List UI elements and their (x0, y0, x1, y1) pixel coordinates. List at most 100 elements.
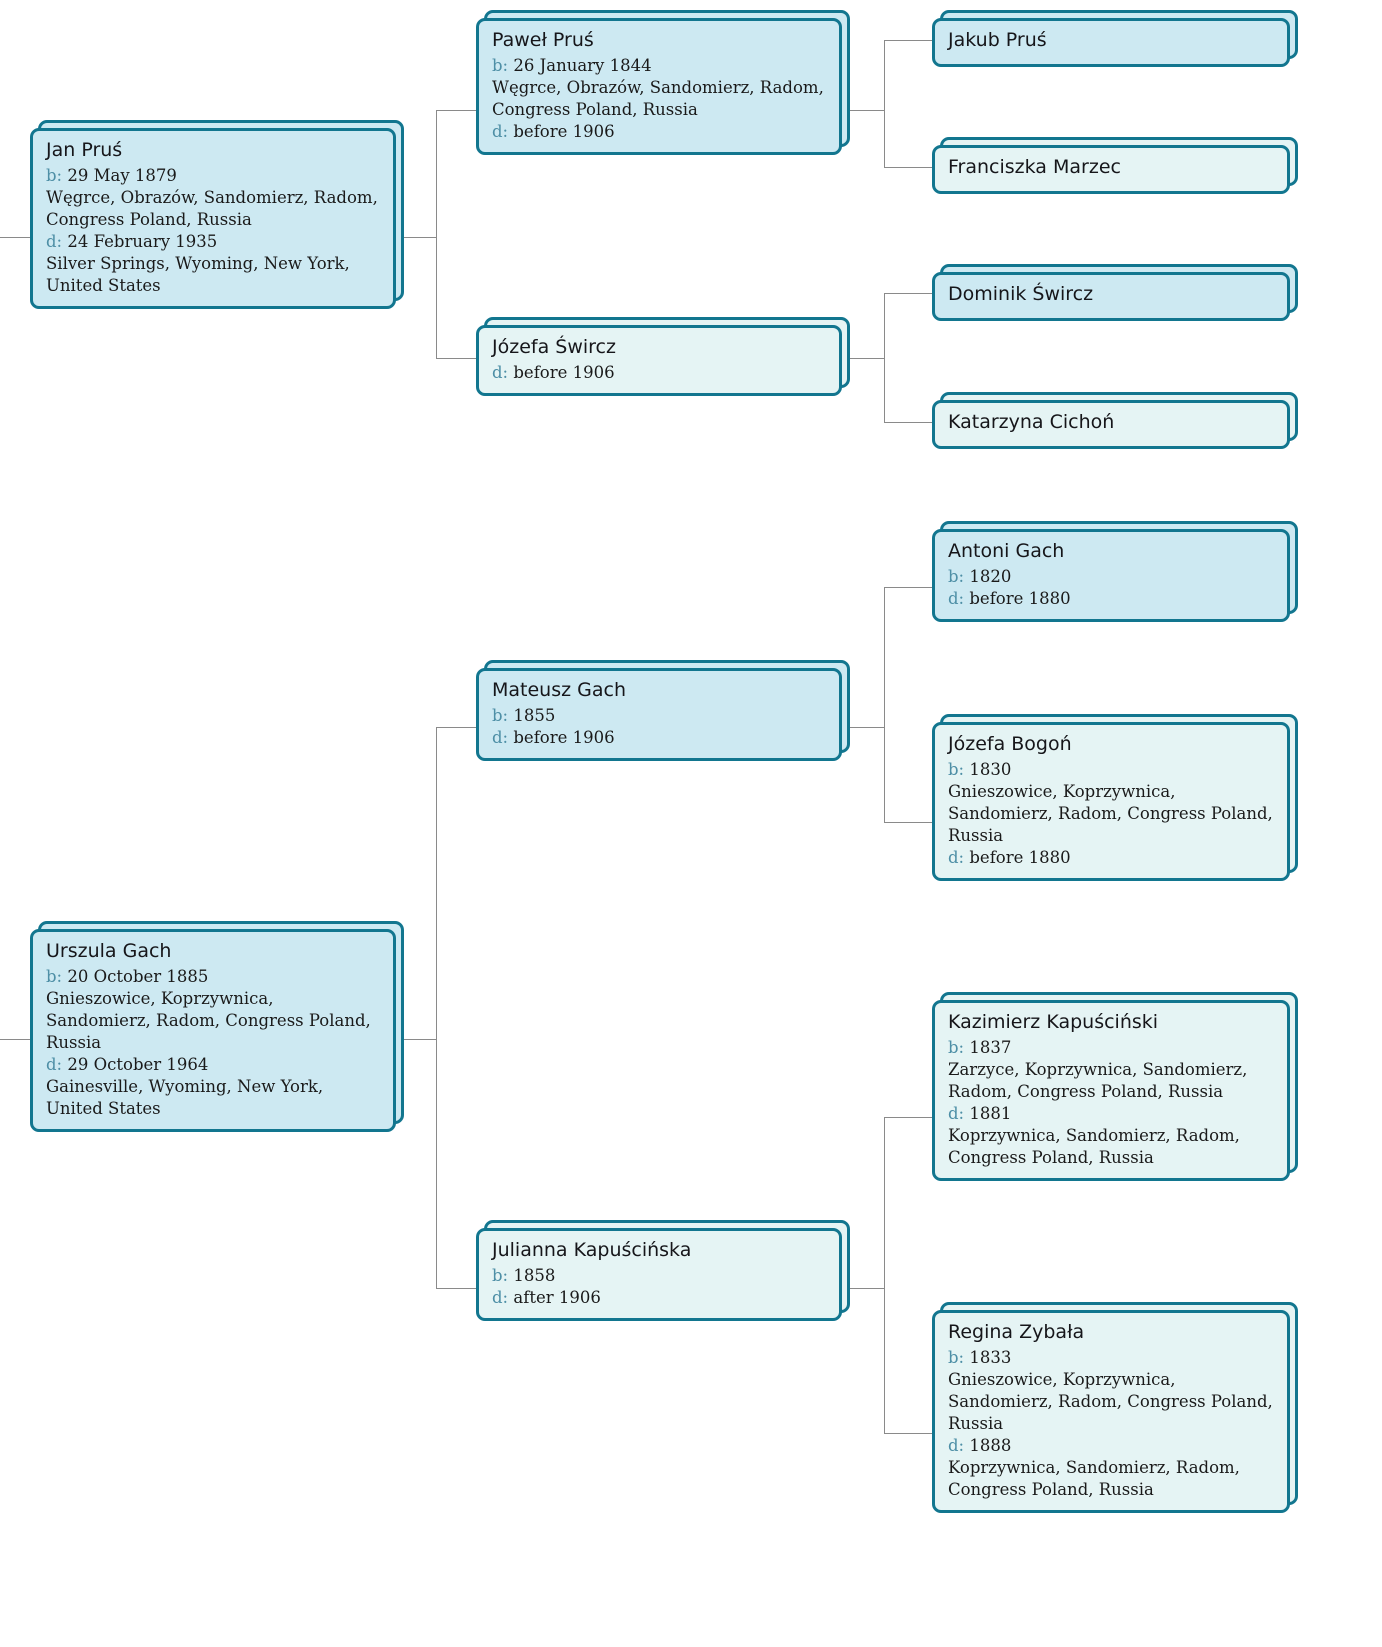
person-name: Franciszka Marzec (948, 156, 1121, 178)
birth-label: b: (46, 166, 63, 186)
person-name: Jan Pruś (46, 139, 123, 161)
connector-jan-parents-vertical (436, 110, 437, 358)
person-card-dominik-swircz[interactable]: Dominik Śwircz (932, 264, 1298, 322)
person-card-julianna-kapuscinska[interactable]: Julianna Kapuścińska b: 1858 d: after 19… (476, 1220, 850, 1322)
person-death: d: 1881 (948, 1103, 1276, 1125)
person-birth-place: Węgrce, Obrazów, Sandomierz, Radom, Cong… (46, 188, 378, 230)
death-date: 29 October 1964 (67, 1055, 209, 1075)
person-name: Dominik Śwircz (948, 283, 1094, 305)
connector-jan-to-parents-stub (404, 237, 436, 238)
death-label: d: (46, 232, 63, 252)
death-date: 1881 (969, 1104, 1012, 1124)
birth-label: b: (948, 1038, 965, 1058)
person-card-pawel-prus[interactable]: Paweł Pruś b: 26 January 1844 Węgrce, Ob… (476, 10, 850, 156)
connector-to-kazimierz-kapuscinski (884, 1117, 932, 1118)
person-birth: b: 1858 (492, 1265, 828, 1287)
death-label: d: (46, 1055, 63, 1075)
connector-to-dominik-swircz (884, 293, 932, 294)
card-fill (932, 1310, 1290, 1513)
person-death: d: before 1880 (948, 847, 1276, 869)
person-death-place: Koprzywnica, Sandomierz, Radom, Congress… (948, 1458, 1240, 1499)
person-name: Józefa Śwircz (492, 336, 616, 358)
person-death-place: Koprzywnica, Sandomierz, Radom, Congress… (948, 1126, 1240, 1167)
card-fill (932, 1000, 1290, 1181)
card-body: Regina Zybała b: 1833 Gnieszowice, Koprz… (932, 1310, 1290, 1513)
person-card-franciszka-marzec[interactable]: Franciszka Marzec (932, 137, 1298, 195)
birth-label: b: (492, 56, 509, 76)
birth-label: b: (492, 1266, 509, 1286)
connector-to-katarzyna-cichon (884, 422, 932, 423)
person-birth-place: Zarzyce, Koprzywnica, Sandomierz, Radom,… (948, 1060, 1248, 1102)
connector-julianna-parents-vertical (884, 1117, 885, 1434)
birth-label: b: (948, 760, 965, 780)
person-death: d: 29 October 1964 (46, 1054, 382, 1076)
person-name: Paweł Pruś (492, 29, 594, 51)
person-card-urszula-gach[interactable]: Urszula Gach b: 20 October 1885 Gnieszow… (30, 921, 404, 1132)
person-card-jozefa-bogon[interactable]: Józefa Bogoń b: 1830 Gnieszowice, Koprzy… (932, 714, 1298, 881)
person-birth-place: Węgrce, Obrazów, Sandomierz, Radom, Cong… (492, 78, 824, 120)
person-name: Katarzyna Cichoń (948, 411, 1115, 433)
connector-to-regina-zybala (884, 1433, 932, 1434)
card-fill (932, 529, 1290, 623)
person-birth-place: Gnieszowice, Koprzywnica, Sandomierz, Ra… (948, 1370, 1273, 1434)
person-name: Józefa Bogoń (948, 733, 1072, 755)
card-body: Katarzyna Cichoń (932, 400, 1290, 449)
birth-label: b: (492, 706, 509, 726)
birth-date: 1855 (513, 706, 556, 726)
card-body: Mateusz Gach b: 1855 d: before 1906 (476, 668, 842, 761)
connector-urszula-to-parents-stub (404, 1039, 436, 1040)
connector-to-franciszka-marzec (884, 167, 932, 168)
death-date: before 1906 (513, 122, 615, 142)
birth-date: 20 October 1885 (67, 967, 209, 987)
connector-pawel-parents-vertical (884, 40, 885, 168)
person-name: Urszula Gach (46, 940, 172, 962)
card-fill (932, 272, 1290, 322)
connector-to-antoni-gach (884, 587, 932, 588)
card-body: Julianna Kapuścińska b: 1858 d: after 19… (476, 1228, 842, 1321)
card-fill (30, 929, 396, 1132)
person-card-jan-prus[interactable]: Jan Pruś b: 29 May 1879 Węgrce, Obrazów,… (30, 120, 404, 309)
person-card-katarzyna-cichon[interactable]: Katarzyna Cichoń (932, 392, 1298, 450)
card-body: Paweł Pruś b: 26 January 1844 Węgrce, Ob… (476, 18, 842, 155)
connector-urszula-parents-vertical (436, 727, 437, 1288)
person-birth: b: 20 October 1885 (46, 966, 382, 988)
person-death: d: before 1906 (492, 727, 828, 749)
birth-date: 1830 (969, 760, 1012, 780)
connector-to-julianna-kapuscinska (436, 1288, 476, 1289)
person-card-kazimierz-kapuscinski[interactable]: Kazimierz Kapuściński b: 1837 Zarzyce, K… (932, 992, 1298, 1181)
person-birth: b: 1833 (948, 1347, 1276, 1369)
person-birth-place: Gnieszowice, Koprzywnica, Sandomierz, Ra… (948, 782, 1273, 846)
person-card-antoni-gach[interactable]: Antoni Gach b: 1820 d: before 1880 (932, 521, 1298, 623)
card-body: Urszula Gach b: 20 October 1885 Gnieszow… (30, 929, 396, 1132)
birth-label: b: (948, 1348, 965, 1368)
person-death: d: before 1906 (492, 362, 828, 384)
person-name: Kazimierz Kapuściński (948, 1011, 1159, 1033)
person-name: Regina Zybała (948, 1321, 1085, 1343)
person-birth-place: Gnieszowice, Koprzywnica, Sandomierz, Ra… (46, 989, 371, 1053)
death-date: 24 February 1935 (67, 232, 218, 252)
death-label: d: (492, 1288, 509, 1308)
person-birth: b: 29 May 1879 (46, 165, 382, 187)
connector-to-jozefa-swircz (436, 358, 476, 359)
connector-mateusz-to-parents-stub (848, 727, 884, 728)
person-death: d: before 1880 (948, 588, 1276, 610)
birth-date: 29 May 1879 (67, 166, 177, 186)
person-card-jakub-prus[interactable]: Jakub Pruś (932, 10, 1298, 68)
death-date: after 1906 (513, 1288, 601, 1308)
connector-to-pawel (436, 110, 476, 111)
connector-root-jan-left-stub (0, 237, 30, 238)
person-name: Jakub Pruś (948, 29, 1047, 51)
death-label: d: (492, 363, 509, 383)
person-death: d: after 1906 (492, 1287, 828, 1309)
person-card-jozefa-swircz[interactable]: Józefa Śwircz d: before 1906 (476, 317, 850, 397)
person-birth: b: 1855 (492, 705, 828, 727)
person-card-regina-zybala[interactable]: Regina Zybała b: 1833 Gnieszowice, Koprz… (932, 1302, 1298, 1513)
death-date: before 1880 (969, 848, 1071, 868)
person-card-mateusz-gach[interactable]: Mateusz Gach b: 1855 d: before 1906 (476, 660, 850, 762)
person-birth: b: 1820 (948, 566, 1276, 588)
death-label: d: (948, 589, 965, 609)
card-fill (476, 1228, 842, 1322)
connector-julianna-to-parents-stub (848, 1288, 884, 1289)
person-death: d: 1888 (948, 1435, 1276, 1457)
